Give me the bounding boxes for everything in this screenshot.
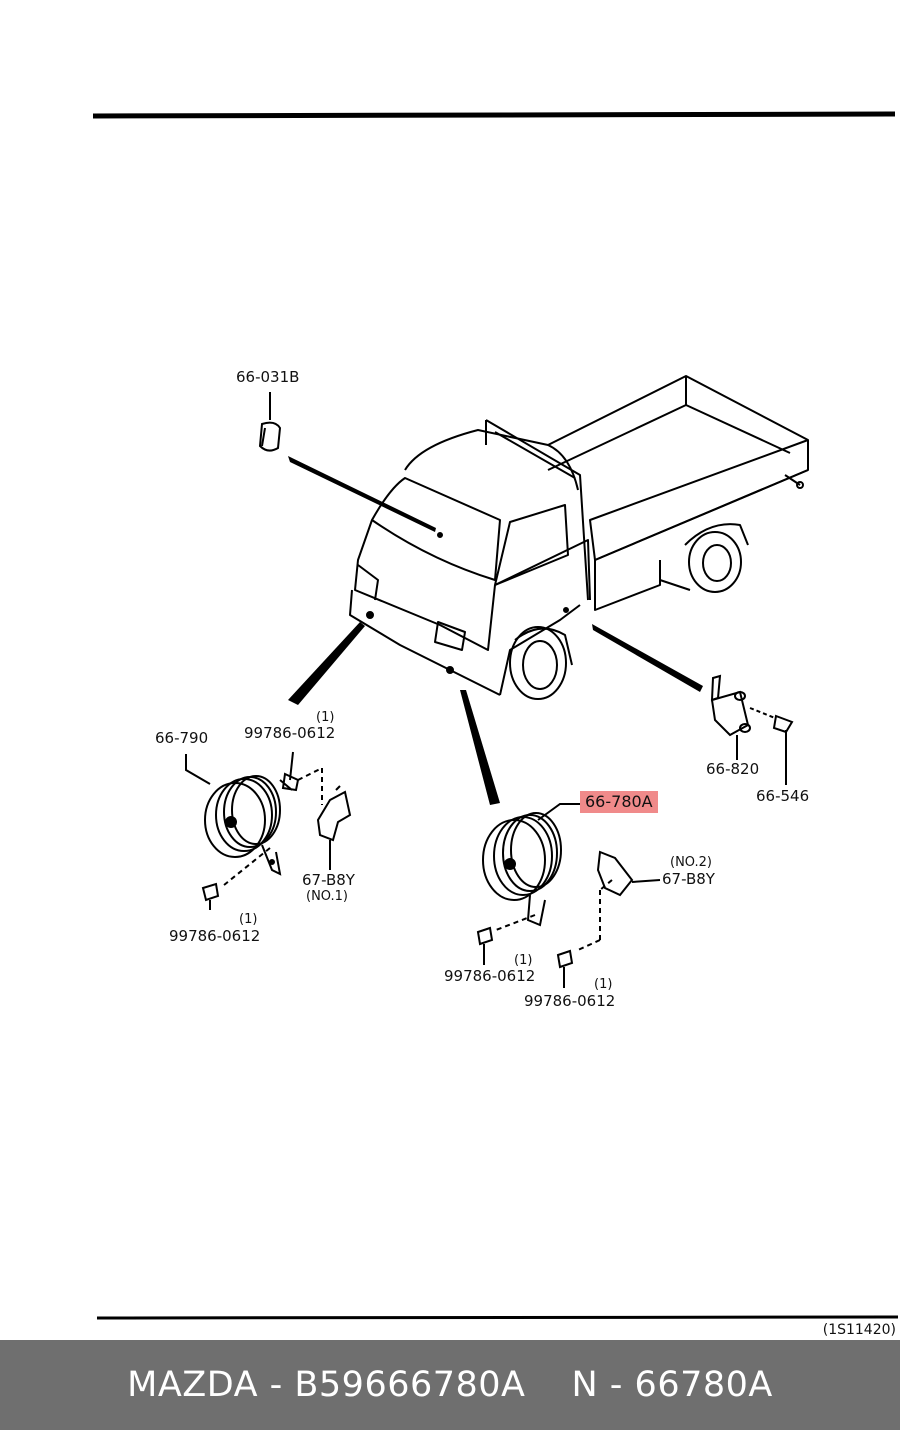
label-bolt-left-bottom-qty: (1) [239,912,258,927]
part-info-footer: MAZDA - B59666780A N - 66780A [0,1340,900,1430]
label-glass: 66-031B [236,368,300,386]
label-horn-left: 66-790 [155,729,209,747]
label-bolt-left-top-qty: (1) [316,710,335,725]
footer-part-number: N - 66780A [571,1365,773,1405]
label-bolt-left-top: 99786-0612 [244,724,336,742]
label-horn-right-highlighted[interactable]: 66-780A [580,791,658,813]
glass-part [258,392,282,452]
parts-diagram [92,111,899,1320]
reference-code: (1S11420) [822,1322,896,1338]
label-switch: 66-820 [706,760,760,778]
right-horn [476,803,661,988]
label-bracket-right: 67-B8Y [662,870,715,888]
label-bolt-right-a: 99786-0612 [444,967,536,985]
horn-switch-parts [710,674,794,785]
top-rule [92,111,896,119]
label-bolt-left-bottom: 99786-0612 [169,927,261,945]
label-bolt-right-b: 99786-0612 [524,992,616,1010]
label-bolt-right-b-qty: (1) [594,977,613,992]
label-bracket-left-no: (NO.1) [306,889,348,904]
label-bracket-right-no: (NO.2) [670,855,712,870]
label-bracket-left: 67-B8Y [302,871,355,889]
pointer-arrows [288,456,703,805]
left-horn [185,751,352,910]
footer-part-info: MAZDA - B59666780A [127,1365,526,1405]
label-screw: 66-546 [756,787,810,805]
label-bolt-right-a-qty: (1) [514,953,533,968]
truck-illustration [349,375,809,700]
bottom-rule [96,1315,899,1320]
